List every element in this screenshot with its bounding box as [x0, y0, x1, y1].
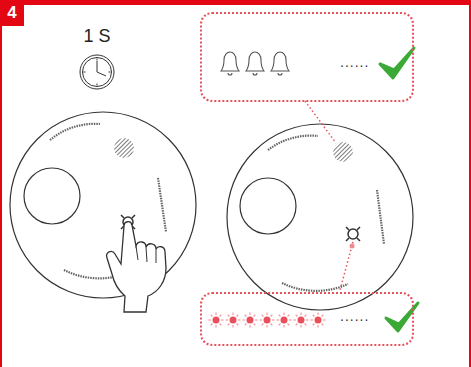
clock-icon [80, 55, 114, 89]
led-ray [232, 313, 233, 316]
led-ray [322, 315, 324, 317]
led-ray [211, 315, 213, 317]
led-ray [237, 315, 239, 317]
flashing-led [209, 313, 326, 328]
led-ray [313, 315, 315, 317]
led-ray [237, 324, 239, 326]
alarm-bells [221, 52, 289, 75]
led-ray [306, 319, 309, 320]
bell [246, 52, 264, 71]
led-ray [245, 324, 247, 326]
frame-left [0, 0, 2, 367]
leader-light [340, 242, 353, 290]
led-ray [238, 319, 241, 320]
step-number: 4 [7, 3, 16, 23]
led-ray [254, 324, 256, 326]
bell [271, 52, 289, 71]
led-ray [249, 325, 250, 328]
leader-dot [350, 244, 355, 249]
led-ray [283, 325, 284, 328]
led-ray [220, 315, 222, 317]
led-ray [228, 324, 230, 326]
led-ray [271, 324, 273, 326]
led-ray [221, 319, 224, 320]
bell-clapper [278, 73, 282, 75]
led-ray [266, 313, 267, 316]
led-ray [254, 315, 256, 317]
ellipsis-text: ...... [340, 54, 369, 70]
pressing-hand [107, 222, 166, 312]
check-mark [380, 48, 414, 78]
led-dot [298, 317, 305, 324]
bell-clapper [253, 73, 257, 75]
led-ray [215, 313, 216, 316]
led-ray [311, 319, 314, 320]
light-callout: ...... [200, 292, 414, 346]
led-ray [296, 315, 298, 317]
led-ray [262, 324, 264, 326]
led-ray [294, 319, 297, 320]
led-ray [272, 319, 275, 320]
led-ray [305, 315, 307, 317]
led-dot [264, 317, 271, 324]
led-ray [228, 315, 230, 317]
led-ray [296, 324, 298, 326]
led-ray [300, 325, 301, 328]
led-ray [262, 315, 264, 317]
led-dot [281, 317, 288, 324]
led-ray [289, 319, 292, 320]
detector-right [227, 124, 413, 310]
led-ray [266, 325, 267, 328]
led-ray [215, 325, 216, 328]
step-number-box: 4 [0, 0, 24, 26]
led-ray [323, 319, 326, 320]
led-ray [288, 315, 290, 317]
led-ray [313, 324, 315, 326]
leader-sound [305, 101, 336, 143]
sound-callout: ...... [200, 12, 414, 102]
bell [221, 52, 239, 71]
led-ray [255, 319, 258, 320]
led-ray [243, 319, 246, 320]
led-ray [283, 313, 284, 316]
led-dot [213, 317, 220, 324]
led-ray [220, 324, 222, 326]
led-ray [260, 319, 263, 320]
ellipsis-text: ...... [340, 308, 369, 324]
led-ray [317, 325, 318, 328]
led-dot [315, 317, 322, 324]
led-ray [317, 313, 318, 316]
led-ray [305, 324, 307, 326]
frame-bar [0, 0, 471, 5]
led-ray [232, 325, 233, 328]
frame-right [469, 0, 471, 367]
led-ray [271, 315, 273, 317]
led-ray [288, 324, 290, 326]
finger-lines [136, 246, 156, 263]
led-ray [277, 319, 280, 320]
detector-left [10, 112, 196, 298]
led-ray [279, 315, 281, 317]
led-ray [245, 315, 247, 317]
led-ray [322, 324, 324, 326]
led-dot [247, 317, 254, 324]
led-ray [249, 313, 250, 316]
led-ray [209, 319, 212, 320]
led-ray [300, 313, 301, 316]
led-ray [211, 324, 213, 326]
led-dot [230, 317, 237, 324]
led-ray [279, 324, 281, 326]
bell-clapper [228, 73, 232, 75]
led-ray [226, 319, 229, 320]
duration-label: 1 S [83, 26, 110, 47]
